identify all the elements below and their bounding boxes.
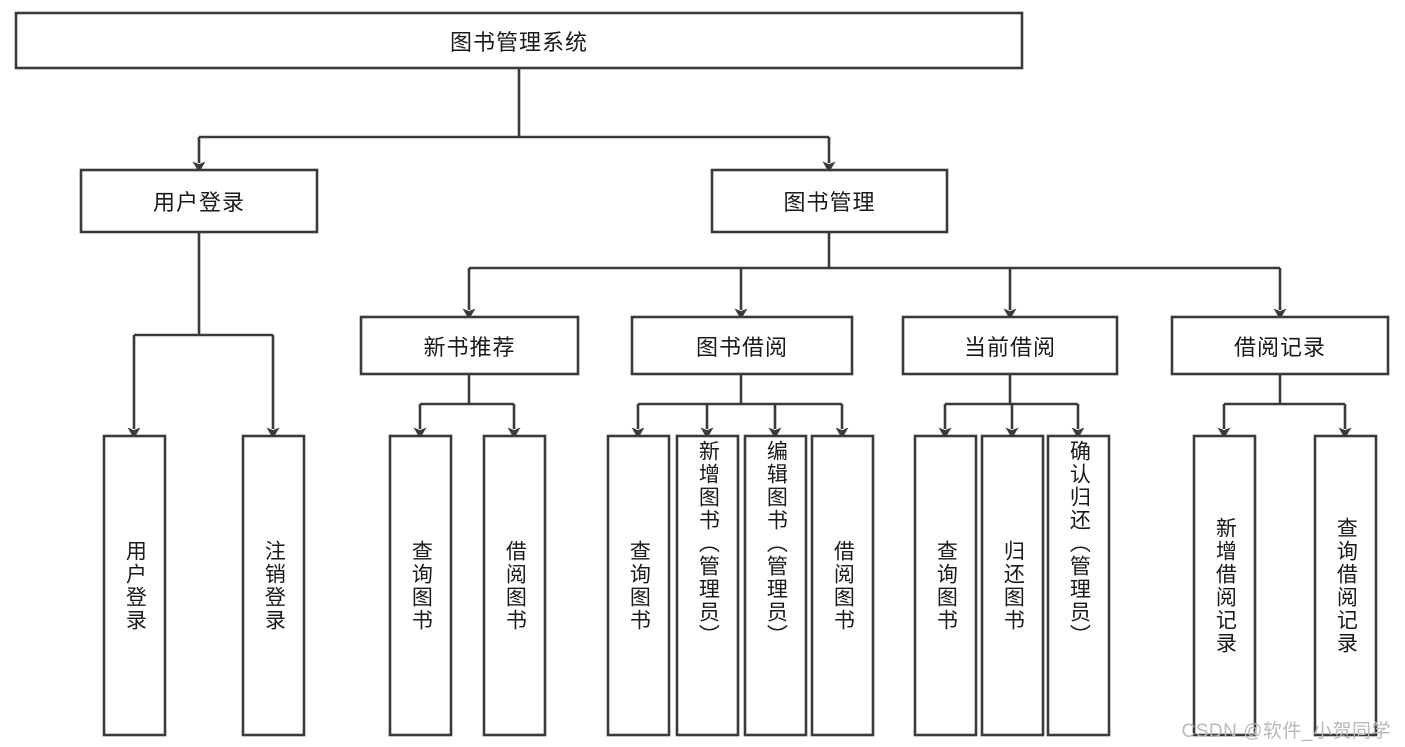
connector-group-book-manage bbox=[462, 232, 1287, 320]
node-box-current-borrow[interactable] bbox=[901, 315, 1119, 376]
node-box-leaf-logout[interactable] bbox=[241, 434, 306, 737]
node-box-book-borrow[interactable] bbox=[630, 315, 854, 376]
connector-group-root bbox=[192, 68, 836, 173]
connector-group-new-book-recommend bbox=[413, 374, 521, 439]
node-box-leaf-edit-book[interactable] bbox=[743, 434, 808, 737]
node-box-leaf-confirm-return[interactable] bbox=[1046, 434, 1111, 737]
node-box-leaf-query-book-rec[interactable] bbox=[388, 434, 453, 737]
node-box-user-login[interactable] bbox=[79, 168, 319, 234]
node-box-root[interactable] bbox=[14, 11, 1024, 70]
connector-group-current-borrow bbox=[938, 374, 1085, 439]
node-box-leaf-query-borrow-record[interactable] bbox=[1313, 434, 1378, 737]
watermark: CSDN @软件_小贺同学 bbox=[1181, 721, 1391, 742]
node-box-new-book-recommend[interactable] bbox=[359, 315, 580, 376]
node-box-leaf-user-login[interactable] bbox=[102, 434, 167, 737]
node-box-leaf-borrow-book[interactable] bbox=[810, 434, 875, 737]
node-box-book-manage[interactable] bbox=[710, 168, 949, 234]
node-box-leaf-query-book-cur[interactable] bbox=[913, 434, 978, 737]
node-box-leaf-add-borrow-record[interactable] bbox=[1192, 434, 1257, 737]
connector-group-user-login bbox=[127, 232, 280, 439]
node-box-borrow-record[interactable] bbox=[1170, 315, 1390, 376]
node-box-leaf-add-book[interactable] bbox=[675, 434, 740, 737]
node-box-leaf-borrow-book-rec[interactable] bbox=[482, 434, 547, 737]
node-box-leaf-return-book[interactable] bbox=[980, 434, 1045, 737]
node-box-leaf-query-book-borrow[interactable] bbox=[606, 434, 671, 737]
connector-group-book-borrow bbox=[631, 374, 849, 439]
connector-group-borrow-record bbox=[1217, 374, 1352, 439]
